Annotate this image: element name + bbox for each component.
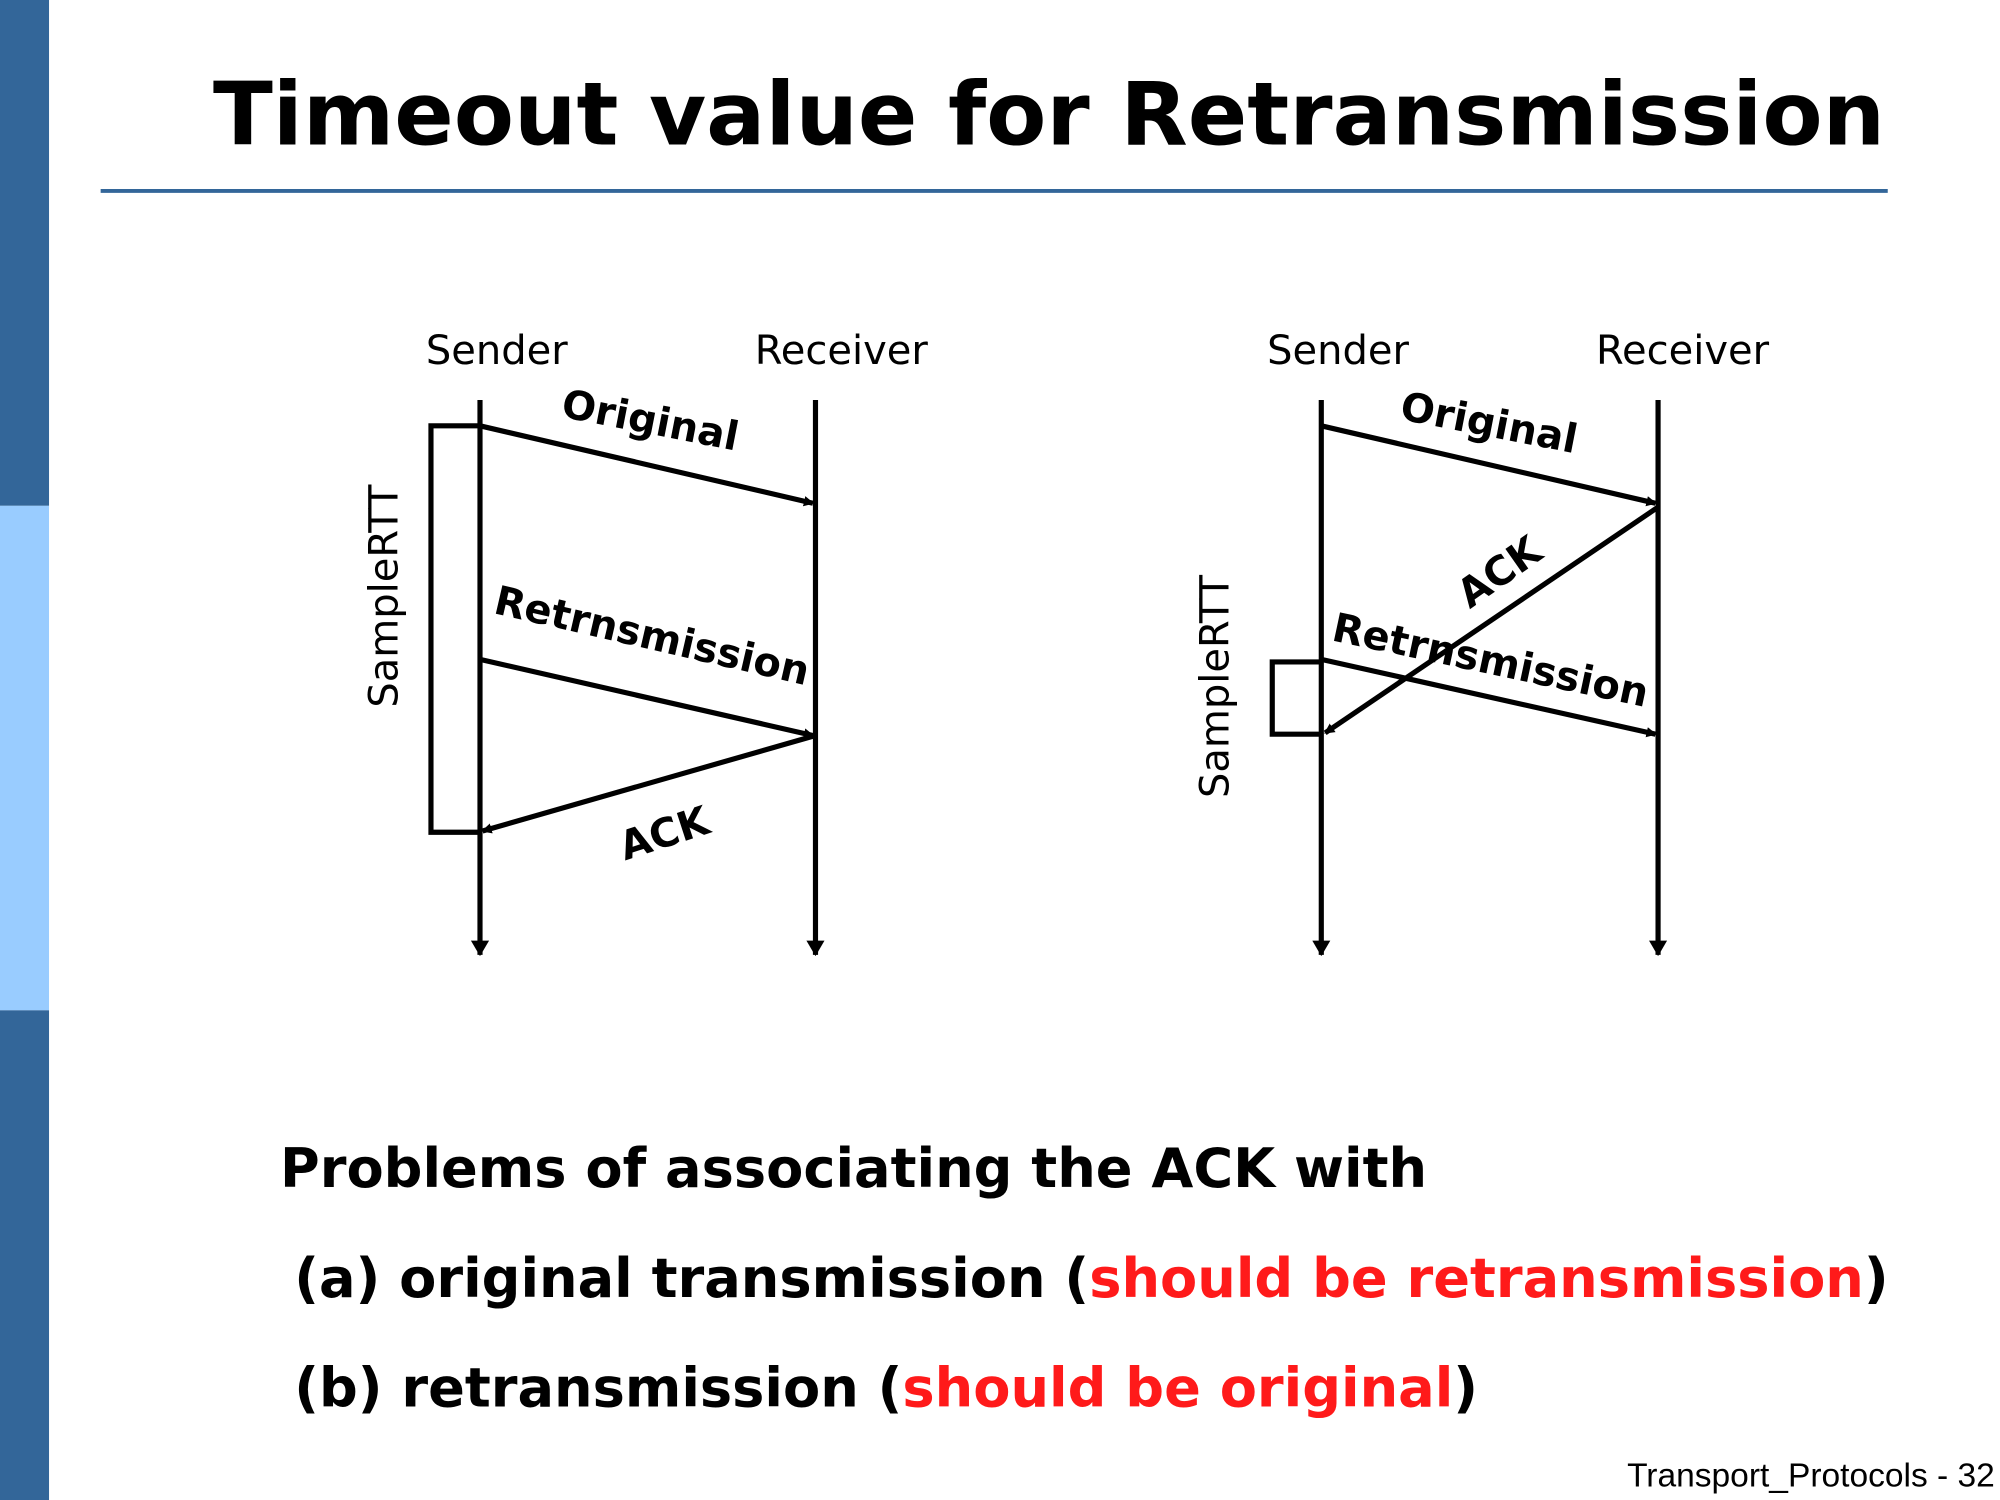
ack-label: ACK xyxy=(614,797,717,870)
retransmission-arrow xyxy=(1320,656,1657,738)
diagram-right: Sender Receiver SampleRTT Original ACK R… xyxy=(1192,328,1770,957)
problem-a: (a) original transmission (should be ret… xyxy=(294,1247,1888,1310)
ack-arrow xyxy=(481,733,817,834)
problem-b: (b) retransmission (should be original) xyxy=(294,1356,1478,1419)
problem-a-highlight: should be retransmission xyxy=(1089,1247,1864,1310)
ack-arrow xyxy=(1323,504,1660,736)
sender-label: Sender xyxy=(1267,328,1409,374)
problem-a-prefix: (a) original transmission ( xyxy=(294,1247,1089,1310)
receiver-label: Receiver xyxy=(755,328,929,374)
problem-b-highlight: should be original xyxy=(902,1356,1453,1419)
side-bar-bottom xyxy=(0,1010,50,1500)
slide-title: Timeout value for Retransmission xyxy=(213,64,1885,166)
diagram-left: Sender Receiver SampleRTT Original Retrn… xyxy=(361,328,929,957)
sample-rtt-box xyxy=(428,423,480,835)
original-arrow xyxy=(479,423,815,507)
sender-label: Sender xyxy=(426,328,568,374)
original-arrow xyxy=(1320,423,1657,507)
side-bar-middle xyxy=(0,505,50,1011)
sample-rtt-label: SampleRTT xyxy=(361,484,407,708)
ack-label: ACK xyxy=(1449,526,1552,617)
sample-rtt-label: SampleRTT xyxy=(1192,574,1238,798)
retransmission-label: Retrnsmission xyxy=(490,578,814,695)
side-bar-top xyxy=(0,0,50,506)
problem-a-suffix: ) xyxy=(1864,1247,1889,1310)
problem-b-prefix: (b) retransmission ( xyxy=(294,1356,902,1419)
retransmission-arrow xyxy=(479,656,815,739)
problems-heading: Problems of associating the ACK with xyxy=(280,1137,1427,1200)
receiver-label: Receiver xyxy=(1596,328,1770,374)
sample-rtt-box xyxy=(1269,659,1322,737)
slide-footer: Transport_Protocols - 32 xyxy=(1627,1457,1995,1494)
problem-b-suffix: ) xyxy=(1453,1356,1478,1419)
